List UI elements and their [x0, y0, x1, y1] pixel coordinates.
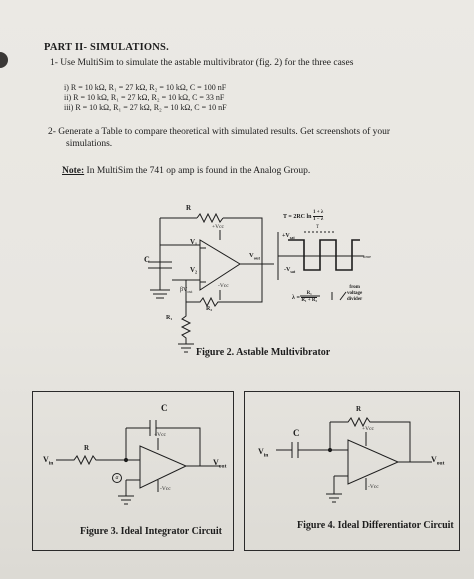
fig2-vout-label: Vout: [249, 252, 260, 261]
question-2-line-1: 2- Generate a Table to compare theoretic…: [48, 127, 391, 137]
fig2-frac-bot: 1 − λ: [312, 217, 324, 222]
fig3-ground: [118, 495, 134, 505]
fig2-vcc-label: +Vcc: [212, 224, 224, 230]
fig2-r2-label: R₂: [206, 306, 213, 312]
fig2-v2-label: V₂: [190, 266, 198, 274]
ground-1: [150, 268, 170, 299]
case-2: ii) R = 10 kΩ, R₁ = 27 kΩ, R₂ = 10 kΩ, C…: [64, 93, 225, 102]
fig3-r-label: R: [84, 444, 90, 452]
resistor-r1: [180, 302, 192, 344]
note-line: Note: In MultiSim the 741 op amp is foun…: [62, 166, 310, 176]
figure-3-caption: Figure 3. Ideal Integrator Circuit: [80, 526, 222, 537]
resistor-r2: [186, 264, 263, 308]
case-3: iii) R = 10 kΩ, R₁ = 27 kΩ, R₂ = 10 kΩ, …: [64, 103, 227, 112]
case-1: i) R = 10 kΩ, R₁ = 27 kΩ, R₂ = 10 kΩ, C …: [64, 83, 227, 92]
fig4-c-label: C: [293, 428, 300, 438]
square-wave: [288, 239, 360, 271]
fig2-beta-label: βVout: [180, 287, 193, 295]
fig4-r-label: R: [356, 405, 362, 413]
note-label: Note:: [62, 166, 85, 176]
question-1-text: 1- Use MultiSim to simulate the astable …: [50, 58, 354, 68]
op-amp-fig2: [199, 239, 241, 291]
fig3-vee-label: -Vcc: [160, 486, 171, 492]
fig2-r1-label: R₁: [166, 315, 173, 321]
figure-4-box: [244, 391, 460, 551]
fig2-c-label: C: [144, 255, 150, 264]
resistor-r: [196, 212, 224, 224]
question-2-line-2: simulations.: [66, 139, 113, 149]
fig2-v1-label: V₁: [190, 238, 198, 246]
fig4-capacitor-c: [276, 442, 334, 458]
figure-3-box: [32, 391, 234, 551]
fig2-wave-t: T: [316, 225, 320, 230]
fig4-vee-label: -Vcc: [368, 484, 379, 490]
fig2-wave-pos: +Vsat: [282, 233, 295, 241]
fig2-wave-neg: -Vsat: [284, 267, 296, 275]
fig4-vout-label: Vout: [431, 455, 445, 467]
fig3-c-label: C: [161, 403, 168, 413]
fig3-vcc-label: +Vcc: [154, 432, 166, 438]
fig2-time-label: time: [363, 254, 371, 259]
op-amp-fig4: [347, 439, 400, 485]
binder-hole: [0, 52, 8, 68]
fig3-node-a: a: [112, 473, 122, 483]
fig2-frac-top: 1 + λ: [312, 210, 324, 217]
figure-2-caption: Figure 2. Astable Multivibrator: [196, 347, 331, 358]
fig3-vout-label: Vout: [213, 458, 227, 470]
fig4-ground: [326, 493, 342, 503]
fig4-resistor-r: [330, 416, 411, 462]
section-heading: PART II- SIMULATIONS.: [44, 42, 169, 53]
fig3-vin-label: Vin: [43, 455, 54, 467]
fig4-vcc-label: +Vcc: [362, 426, 374, 432]
figure-4-caption: Figure 4. Ideal Differentiator Circuit: [297, 520, 454, 531]
op-amp-fig3: [139, 445, 188, 489]
fig2-r-label: R: [186, 204, 192, 212]
fig4-vin-label: Vin: [258, 447, 269, 459]
fig3-resistor-r: [56, 454, 130, 466]
note-text: In MultiSim the 741 op amp is found in t…: [84, 166, 311, 176]
ground-2: [178, 343, 194, 353]
fig2-vee-label: -Vcc: [218, 283, 229, 289]
